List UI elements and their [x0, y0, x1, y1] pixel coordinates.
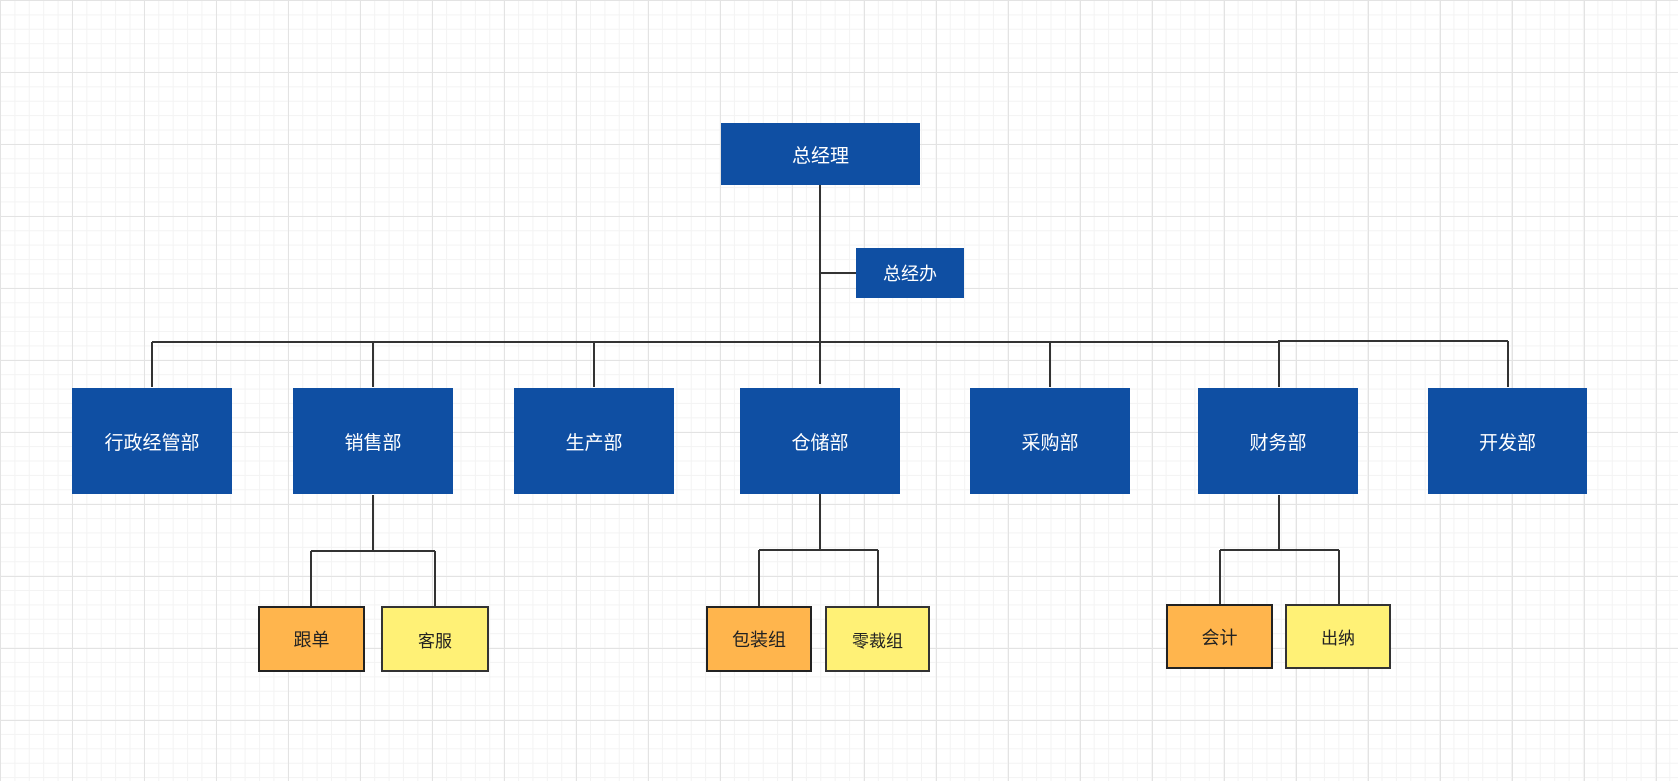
node-team-order-follow-up-label: 跟单	[293, 630, 330, 650]
node-team-cashier[interactable]: 出纳	[1285, 604, 1391, 669]
node-team-cashier-label: 出纳	[1321, 629, 1355, 648]
node-department-admin[interactable]: 行政经管部	[72, 388, 232, 494]
node-ceo-label: 总经理	[791, 145, 849, 167]
node-department-finance-label: 财务部	[1249, 432, 1307, 454]
node-department-development-label: 开发部	[1478, 432, 1536, 454]
node-department-sales-label: 销售部	[344, 432, 402, 454]
node-team-cutting-label: 零裁组	[852, 631, 903, 651]
node-team-order-follow-up[interactable]: 跟单	[258, 606, 365, 672]
node-department-finance[interactable]: 财务部	[1198, 388, 1358, 494]
node-department-warehouse-label: 仓储部	[791, 432, 849, 454]
node-department-sales[interactable]: 销售部	[293, 388, 453, 494]
node-ceo-office-label: 总经办	[883, 264, 937, 284]
node-team-packaging[interactable]: 包装组	[706, 606, 812, 672]
connector-bus-right-segment	[1278, 340, 1508, 342]
node-team-accounting-label: 会计	[1201, 627, 1238, 648]
node-department-production-label: 生产部	[565, 432, 623, 454]
node-department-production[interactable]: 生产部	[514, 388, 674, 494]
node-department-admin-label: 行政经管部	[104, 432, 200, 454]
connector-warehouse-subtree	[758, 494, 879, 607]
connector-finance-subtree	[1219, 495, 1340, 605]
node-team-cutting[interactable]: 零裁组	[825, 606, 930, 672]
node-ceo[interactable]: 总经理	[721, 123, 920, 185]
node-department-purchasing-label: 采购部	[1021, 432, 1079, 454]
connector-sales-subtree	[310, 495, 436, 607]
node-team-customer-service[interactable]: 客服	[381, 606, 489, 672]
node-team-accounting[interactable]: 会计	[1166, 604, 1273, 669]
node-team-customer-service-label: 客服	[418, 631, 452, 651]
node-department-development[interactable]: 开发部	[1428, 388, 1587, 494]
node-department-warehouse[interactable]: 仓储部	[740, 388, 900, 494]
node-ceo-office[interactable]: 总经办	[856, 248, 964, 298]
node-department-purchasing[interactable]: 采购部	[970, 388, 1130, 494]
node-team-packaging-label: 包装组	[732, 630, 786, 650]
